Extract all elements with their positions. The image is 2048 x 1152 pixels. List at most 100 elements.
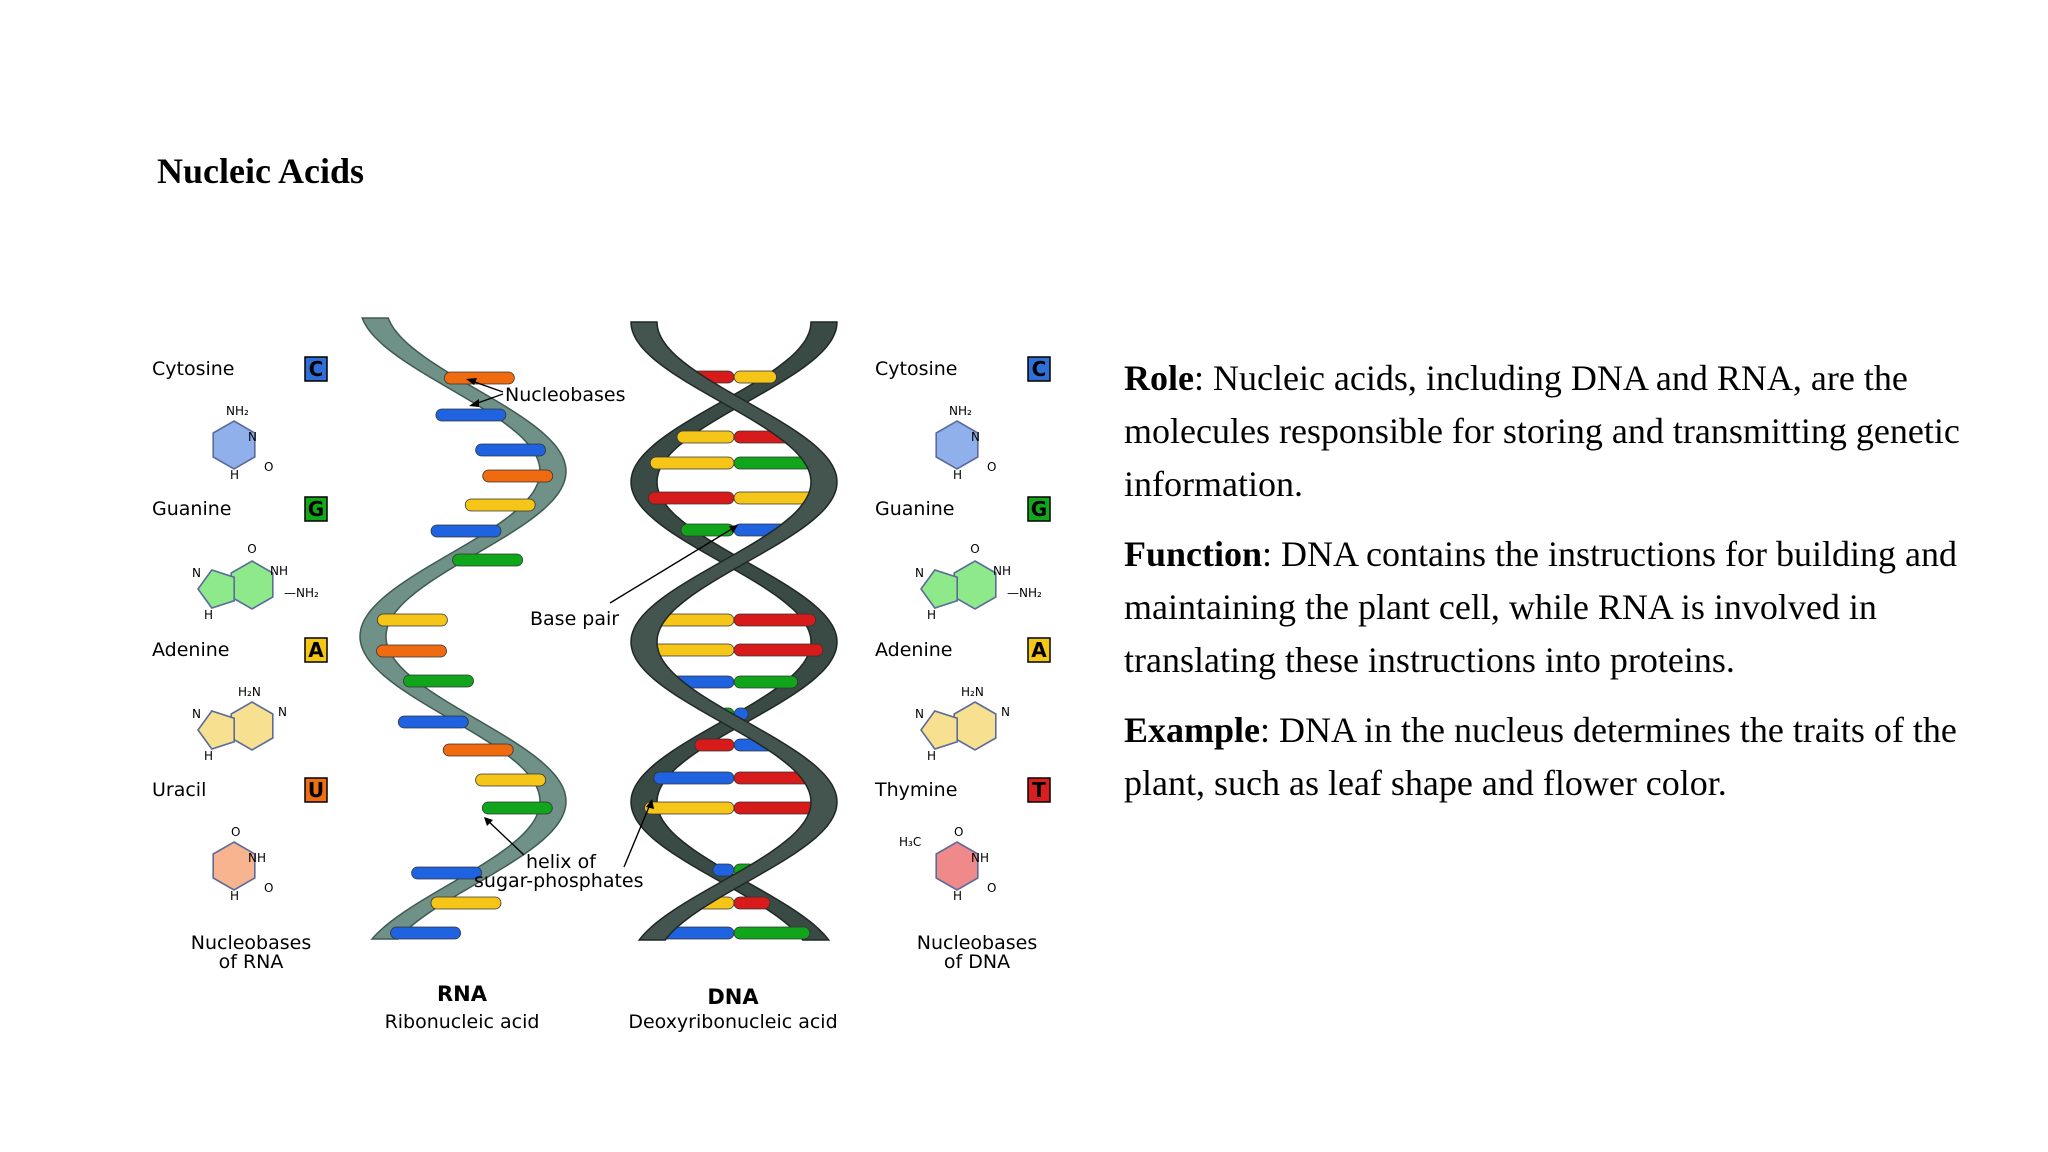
base-letter-box	[1027, 637, 1051, 663]
dna-caption-line2: of DNA	[944, 951, 1010, 973]
atom-nh2: —NH₂	[1007, 586, 1042, 600]
rna-nucleobase	[376, 613, 448, 627]
dna-helix	[630, 321, 838, 941]
dna-base	[644, 801, 735, 815]
atom-nh: NH	[993, 564, 1011, 578]
dna-base	[680, 523, 735, 537]
atom-h: H	[927, 608, 936, 622]
base-letter-box	[1027, 777, 1051, 803]
arrowhead	[469, 399, 479, 407]
atom-o: O	[987, 881, 996, 895]
atom-n: NH	[248, 851, 266, 865]
atom-h: H	[230, 889, 239, 903]
atom-h: H	[927, 749, 936, 763]
ring-hexagon	[953, 701, 997, 751]
arrowhead	[466, 378, 477, 385]
rna-nucleobase	[430, 524, 502, 538]
rna-subtitle: Ribonucleic acid	[385, 1011, 540, 1033]
arrowhead	[729, 525, 738, 533]
base-letter: C	[309, 357, 324, 381]
rna-nucleobase	[435, 408, 507, 422]
dna-base	[733, 370, 777, 384]
atom-n: N	[915, 707, 924, 721]
base-letter: A	[308, 638, 324, 662]
ring-pentagon	[197, 569, 235, 609]
dna-base	[733, 896, 771, 910]
dna-subtitle: Deoxyribonucleic acid	[628, 1011, 837, 1033]
role-paragraph: Role: Nucleic acids, including DNA and R…	[1124, 352, 2024, 511]
ring-hexagon	[212, 841, 256, 891]
label-nucleobases: Nucleobases	[505, 384, 626, 406]
atom-n: N	[248, 430, 257, 444]
function-label: Function	[1124, 534, 1263, 574]
rna-caption-line1: Nucleobases	[191, 932, 312, 954]
dna-base	[712, 863, 735, 877]
atom-o: O	[264, 460, 273, 474]
rna-nucleobase	[403, 674, 474, 688]
atom-h: H	[953, 468, 962, 482]
arrow-base-pair	[609, 526, 736, 604]
atom-o: O	[264, 881, 273, 895]
label-base-pair: Base pair	[530, 608, 619, 630]
base-letter-box	[1027, 356, 1051, 382]
rna-nucleobase	[482, 469, 554, 483]
atom-n: N	[278, 705, 287, 719]
dna-base	[694, 738, 735, 752]
ring-pentagon	[920, 569, 959, 609]
rna-nucleobase	[443, 371, 515, 385]
role-text: : Nucleic acids, including DNA and RNA, …	[1124, 358, 1960, 504]
atom-o: O	[231, 825, 240, 839]
ring-pentagon	[920, 710, 959, 750]
dna-base	[653, 771, 735, 785]
dna-base	[733, 613, 817, 627]
base-letter: T	[1032, 778, 1046, 802]
base-letter: G	[1031, 497, 1047, 521]
example-text: : DNA in the nucleus determines the trai…	[1124, 710, 1957, 803]
atom-o: O	[987, 460, 996, 474]
atom-nh2: NH₂	[949, 404, 972, 418]
base-letter: G	[308, 497, 324, 521]
base-letter-box	[304, 777, 328, 803]
atom-h3c: H₃C	[899, 835, 921, 849]
function-text: : DNA contains the instructions for buil…	[1124, 534, 1957, 680]
rna-nucleobase	[452, 553, 524, 567]
dna-base	[649, 456, 735, 470]
dna-base	[676, 430, 735, 444]
rna-caption-line2: of RNA	[219, 951, 284, 973]
role-label: Role	[1124, 358, 1194, 398]
arrowhead	[484, 817, 493, 826]
dna-base	[733, 675, 799, 689]
atom-n: NH	[971, 851, 989, 865]
atom-h2n: H₂N	[238, 685, 261, 699]
base-name: Thymine	[874, 779, 957, 801]
base-letter: U	[308, 778, 324, 802]
atom-h: H	[204, 608, 213, 622]
text-panel: Role: Nucleic acids, including DNA and R…	[1124, 352, 2024, 827]
slide-title: Nucleic Acids	[157, 151, 364, 191]
ring-hexagon	[935, 841, 979, 891]
atom-n: N	[971, 430, 980, 444]
base-name: Cytosine	[875, 358, 958, 380]
base-letter-box	[304, 496, 328, 522]
base-name: Adenine	[875, 639, 952, 661]
rna-nucleobase	[430, 896, 502, 910]
atom-h: H	[230, 468, 239, 482]
base-letter: A	[1031, 638, 1047, 662]
ring-hexagon	[953, 560, 997, 610]
arrowheads	[466, 378, 738, 826]
base-name: Cytosine	[152, 358, 235, 380]
base-letter-box	[304, 356, 328, 382]
rna-nucleobase	[475, 773, 547, 787]
atom-n: N	[192, 566, 201, 580]
base-letter-box	[304, 637, 328, 663]
function-paragraph: Function: DNA contains the instructions …	[1124, 528, 2024, 687]
arrow-helix-rna	[485, 818, 525, 856]
example-label: Example	[1124, 710, 1261, 750]
atom-h: H	[953, 889, 962, 903]
atom-n: N	[915, 566, 924, 580]
ring-hexagon	[212, 420, 256, 470]
atom-nh: NH	[270, 564, 288, 578]
base-name: Adenine	[152, 639, 229, 661]
atom-nh2: —NH₂	[284, 586, 319, 600]
